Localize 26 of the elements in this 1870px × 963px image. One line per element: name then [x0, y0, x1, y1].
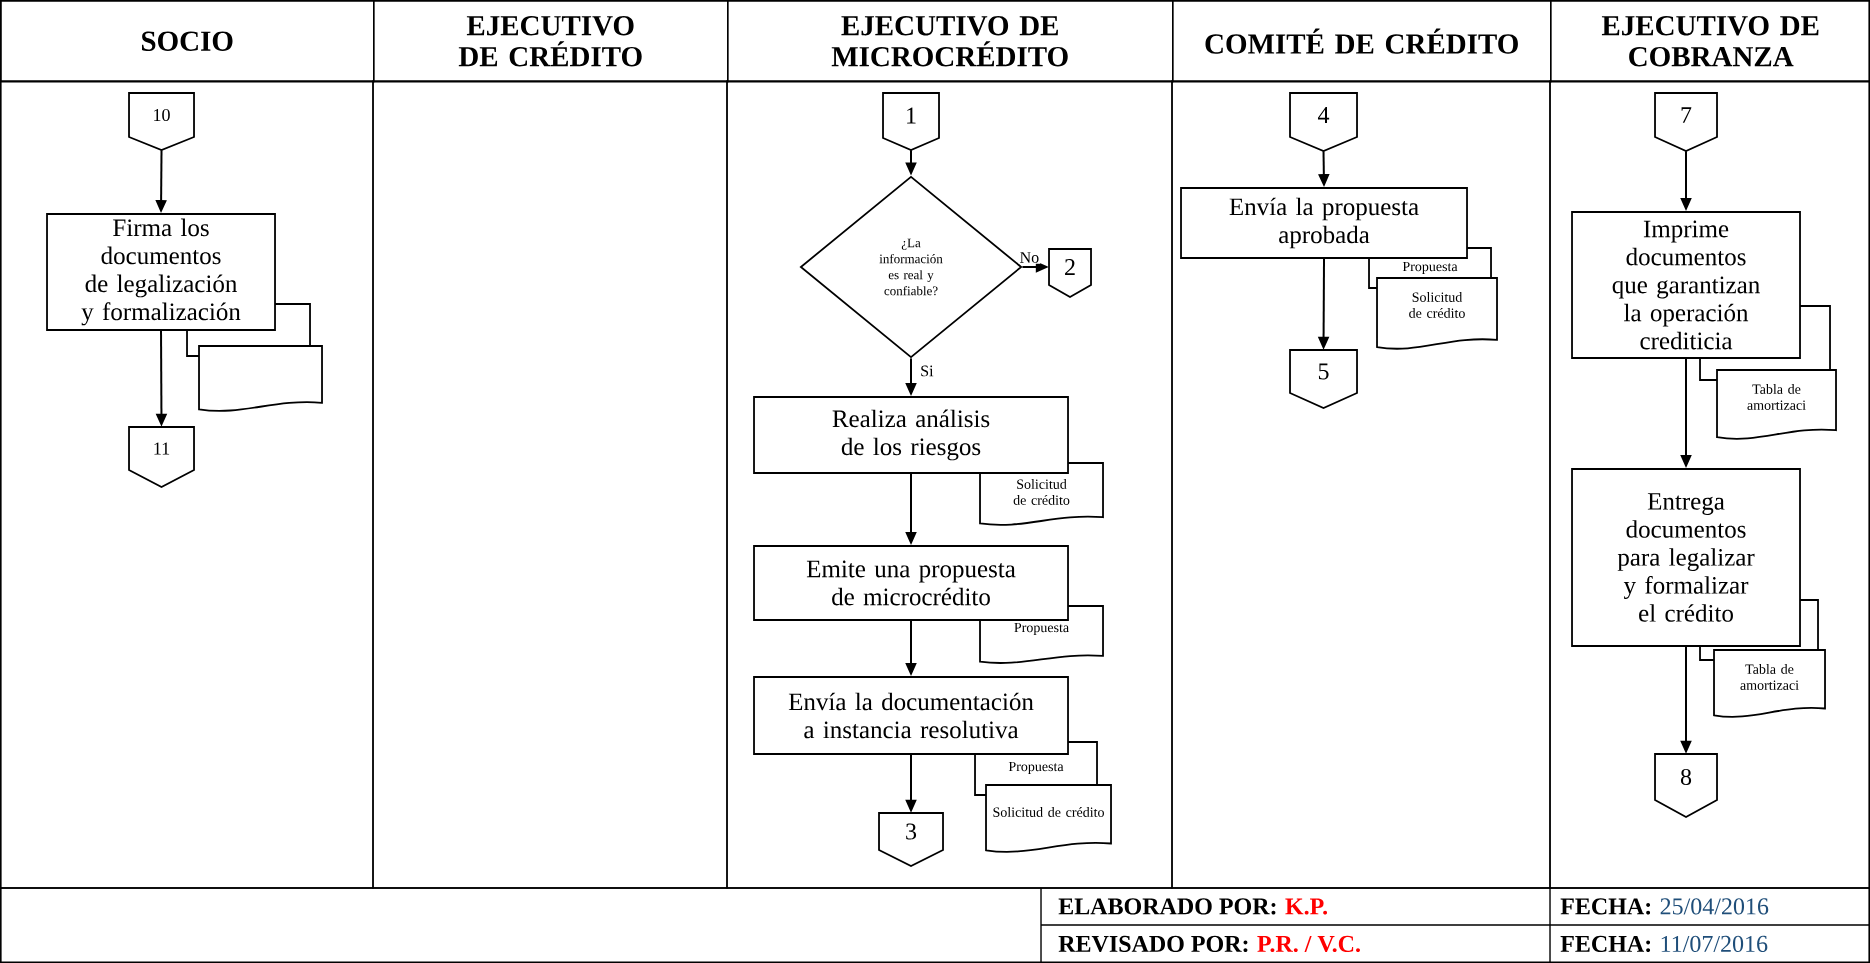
field-value: K.P.: [1285, 898, 1328, 915]
field-value: 11/07/2016: [1661, 935, 1768, 952]
field-label: FECHA:: [1560, 935, 1651, 953]
node-label: EJECUTIVO DE CRÉDITO: [458, 15, 642, 67]
swimlane: EJECUTIVO DE CRÉDITO: [372, 0, 729, 889]
offpage-connector: 7: [1654, 92, 1718, 152]
node-label: EJECUTIVO DE COBRANZA: [1601, 15, 1819, 67]
edge-label: Si: [919, 364, 935, 378]
field-label: FECHA:: [1560, 898, 1651, 915]
document-shape: [198, 345, 323, 412]
offpage-connector: 11: [128, 426, 195, 488]
node-label: EJECUTIVO DE MICROCRÉDITO: [831, 15, 1068, 67]
field-value: P.R. / V.C.: [1257, 935, 1360, 953]
offpage-connector: 4: [1289, 92, 1358, 152]
offpage-connector: 2: [1048, 248, 1092, 298]
field-label: ELABORADO POR:: [1058, 898, 1276, 915]
offpage-connector: 5: [1289, 349, 1358, 409]
field-label: REVISADO POR:: [1058, 935, 1248, 953]
edge-label: No: [1018, 251, 1041, 264]
node-label: COMITÉ DE CRÉDITO: [1205, 28, 1518, 54]
field-value: 25/04/2016: [1660, 898, 1769, 915]
node-label: SOCIO: [142, 31, 233, 51]
offpage-connector: 8: [1654, 753, 1718, 818]
offpage-connector: 3: [878, 812, 944, 867]
offpage-connector: 1: [882, 92, 940, 151]
offpage-connector: 10: [128, 92, 195, 151]
